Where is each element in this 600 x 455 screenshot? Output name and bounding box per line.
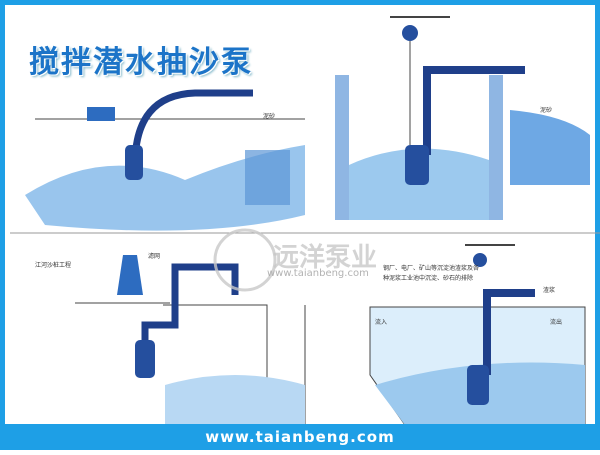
- note-line: 钢厂、电厂、矿山等沉淀池渣浆及各: [383, 263, 479, 272]
- sand-pile: [510, 110, 590, 185]
- label-inflow: 流入: [375, 317, 387, 326]
- label-sand: 泥砂: [540, 105, 552, 114]
- float: [87, 107, 115, 121]
- hoist-icon: [402, 25, 418, 41]
- note-line: 种泥浆工业池中沉淀、砂石的排除: [383, 273, 473, 282]
- label-sand: 泥砂: [263, 111, 275, 120]
- discharge-pipe: [135, 93, 253, 165]
- pump-icon: [135, 340, 155, 378]
- tower: [117, 255, 143, 295]
- label-slurry: 渣浆: [543, 285, 555, 294]
- footer-url[interactable]: www.taianbeng.com: [0, 424, 600, 450]
- tank-wall-left: [335, 75, 349, 220]
- pump-icon: [125, 145, 143, 180]
- label-outflow: 流出: [550, 317, 562, 326]
- watermark-logo: [215, 230, 275, 290]
- tank-wall-right: [489, 75, 503, 220]
- pump-icon: [405, 145, 429, 185]
- page-title: 搅拌潜水抽沙泵: [29, 37, 253, 81]
- sand-pile: [245, 150, 290, 205]
- sediment: [165, 375, 305, 425]
- watermark-url: www.taianbeng.com: [267, 268, 369, 279]
- panel-title: 江河沙桩工程: [35, 260, 71, 269]
- pump-icon: [467, 365, 489, 405]
- label-tag: 滤网: [148, 251, 160, 260]
